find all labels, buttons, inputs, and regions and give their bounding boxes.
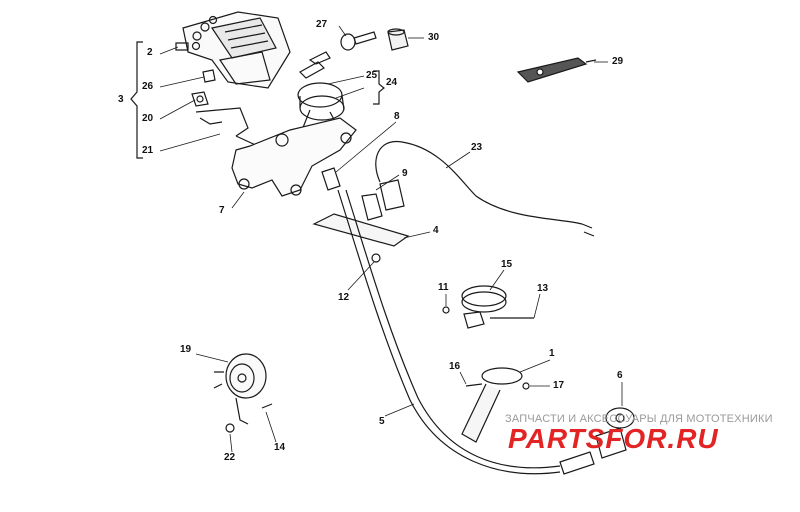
- callout-13: 13: [537, 283, 549, 294]
- callout-12: 12: [338, 292, 350, 303]
- wiring-loom-21: [196, 108, 262, 148]
- keychain-29: [518, 58, 596, 82]
- arm-1: [462, 368, 529, 442]
- callout-1: 1: [549, 348, 555, 359]
- callout-24: 24: [386, 77, 398, 88]
- cable-23: [376, 142, 594, 236]
- callout-30: 30: [428, 32, 440, 43]
- callout-21: 21: [142, 145, 154, 156]
- group-3-bracket: [131, 42, 143, 158]
- callout-11: 11: [438, 282, 449, 293]
- callout-7: 7: [219, 205, 225, 216]
- watermark-tagline: ЗАПЧАСТИ И АКСЕССУАРЫ ДЛЯ МОТОТЕХНИКИ: [505, 413, 773, 425]
- leader-lines: [160, 26, 622, 452]
- callout-3: 3: [118, 94, 124, 105]
- connector-9: [362, 180, 404, 220]
- callout-29: 29: [612, 56, 624, 67]
- key-27: [341, 32, 376, 50]
- callout-9: 9: [402, 168, 408, 179]
- group-24-bracket: [373, 71, 384, 104]
- speedometer-cable-5: [338, 190, 594, 474]
- callout-25: 25: [366, 70, 378, 81]
- callout-14: 14: [274, 442, 286, 453]
- instrument-cluster: [176, 12, 290, 88]
- callout-6: 6: [617, 370, 623, 381]
- bulb-26: [203, 70, 215, 82]
- callout-26: 26: [142, 81, 154, 92]
- plate-4: [314, 214, 408, 262]
- callout-27: 27: [316, 19, 328, 30]
- bulb-holder-20: [192, 92, 208, 106]
- callout-15: 15: [501, 259, 513, 270]
- mounting-bracket-7: [232, 118, 356, 196]
- callout-2: 2: [147, 47, 153, 58]
- callout-22: 22: [224, 452, 236, 463]
- callout-20: 20: [142, 113, 154, 124]
- drive-unit-6: [596, 408, 634, 458]
- callout-19: 19: [180, 344, 192, 355]
- callout-4: 4: [433, 225, 439, 236]
- callout-23: 23: [471, 142, 483, 153]
- callout-5: 5: [379, 416, 385, 427]
- clamp-15: [443, 286, 534, 328]
- sensor-8: [322, 168, 340, 190]
- callout-17: 17: [553, 380, 565, 391]
- horn-19: [214, 354, 272, 432]
- cap-30: [388, 29, 408, 50]
- callout-8: 8: [394, 111, 400, 122]
- callout-16: 16: [449, 361, 461, 372]
- watermark-logo: PARTSFOR.RU: [508, 423, 719, 454]
